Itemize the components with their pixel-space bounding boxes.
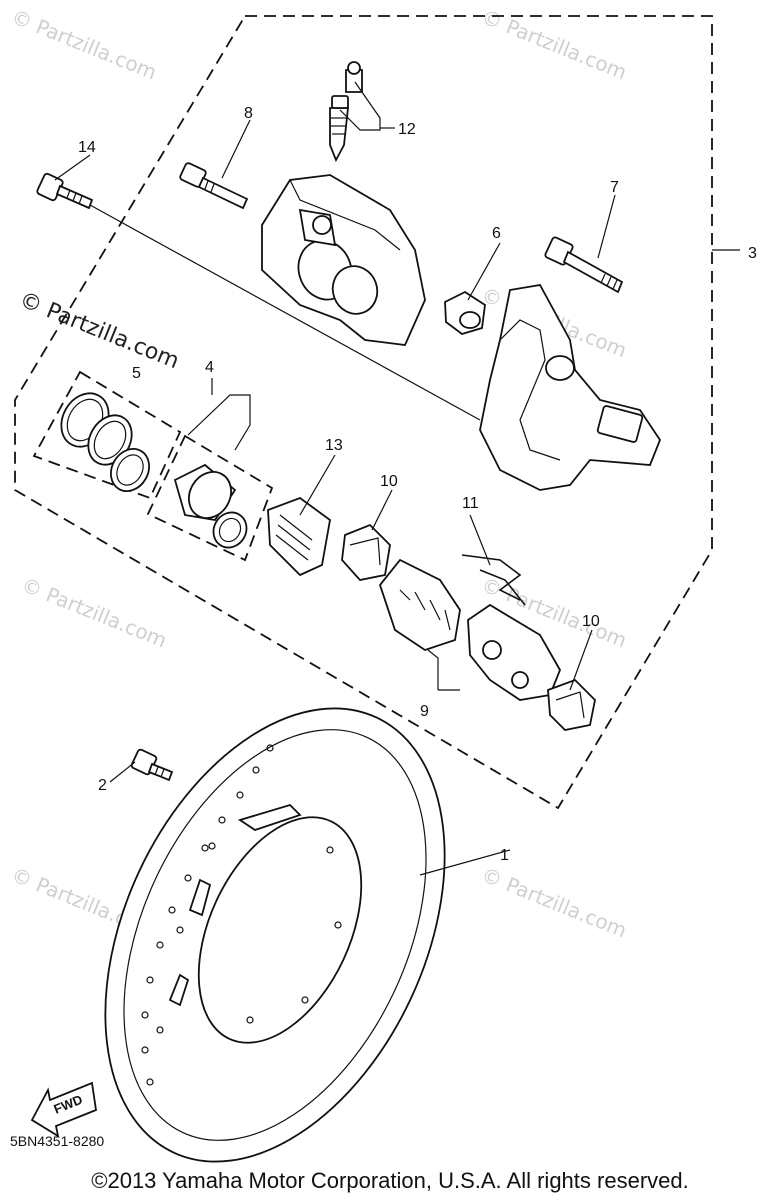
screw-2 (130, 748, 174, 782)
callout-3: 3 (748, 245, 757, 262)
callout-1: 1 (500, 847, 509, 864)
shim-13 (267, 496, 331, 577)
pads-9 (378, 558, 561, 701)
callout-labels: 1 2 3 4 5 6 7 8 9 10 10 11 12 13 14 (78, 105, 757, 864)
caliper-assembly-outline (14, 15, 713, 810)
caliper-body (261, 174, 426, 346)
boot-6 (444, 290, 486, 335)
callout-7: 7 (610, 179, 619, 196)
watermark: © Partzilla.com (478, 862, 630, 942)
clip-10-lower (547, 678, 596, 731)
leader-lines (54, 81, 740, 876)
copyright-notice: ©2013 Yamaha Motor Corporation, U.S.A. A… (91, 1168, 689, 1193)
bolt-7 (544, 236, 624, 294)
diagram-code: 5BN4351-8280 (10, 1133, 104, 1149)
callout-9: 9 (420, 703, 429, 720)
seal-kit-outline (32, 370, 182, 500)
watermark-dark: © Partzilla.com (16, 287, 183, 374)
callout-4: 4 (205, 359, 214, 376)
callout-13: 13 (325, 437, 343, 454)
brake-disc-1 (104, 707, 446, 1163)
callout-10-upper: 10 (380, 473, 398, 490)
caliper-bracket (479, 284, 662, 491)
clip-10-upper (341, 523, 391, 581)
callout-8: 8 (244, 105, 253, 122)
callout-2: 2 (98, 777, 107, 794)
bleeder-12 (329, 61, 363, 163)
bolt-14 (36, 172, 94, 210)
pin-8 (179, 162, 249, 210)
bolt-axis-line (89, 204, 481, 421)
callout-14: 14 (78, 139, 96, 156)
callout-5: 5 (132, 365, 141, 382)
callout-10-lower: 10 (582, 613, 600, 630)
watermark: © Partzilla.com (18, 572, 170, 652)
fwd-arrow-icon: FWD (30, 1081, 97, 1138)
callout-11: 11 (462, 495, 479, 512)
watermark: © Partzilla.com (8, 4, 160, 84)
pistons-4 (173, 463, 248, 549)
piston-kit-outline (146, 434, 274, 562)
seals-5 (60, 392, 150, 492)
callout-6: 6 (492, 225, 501, 242)
callout-12: 12 (398, 121, 416, 138)
